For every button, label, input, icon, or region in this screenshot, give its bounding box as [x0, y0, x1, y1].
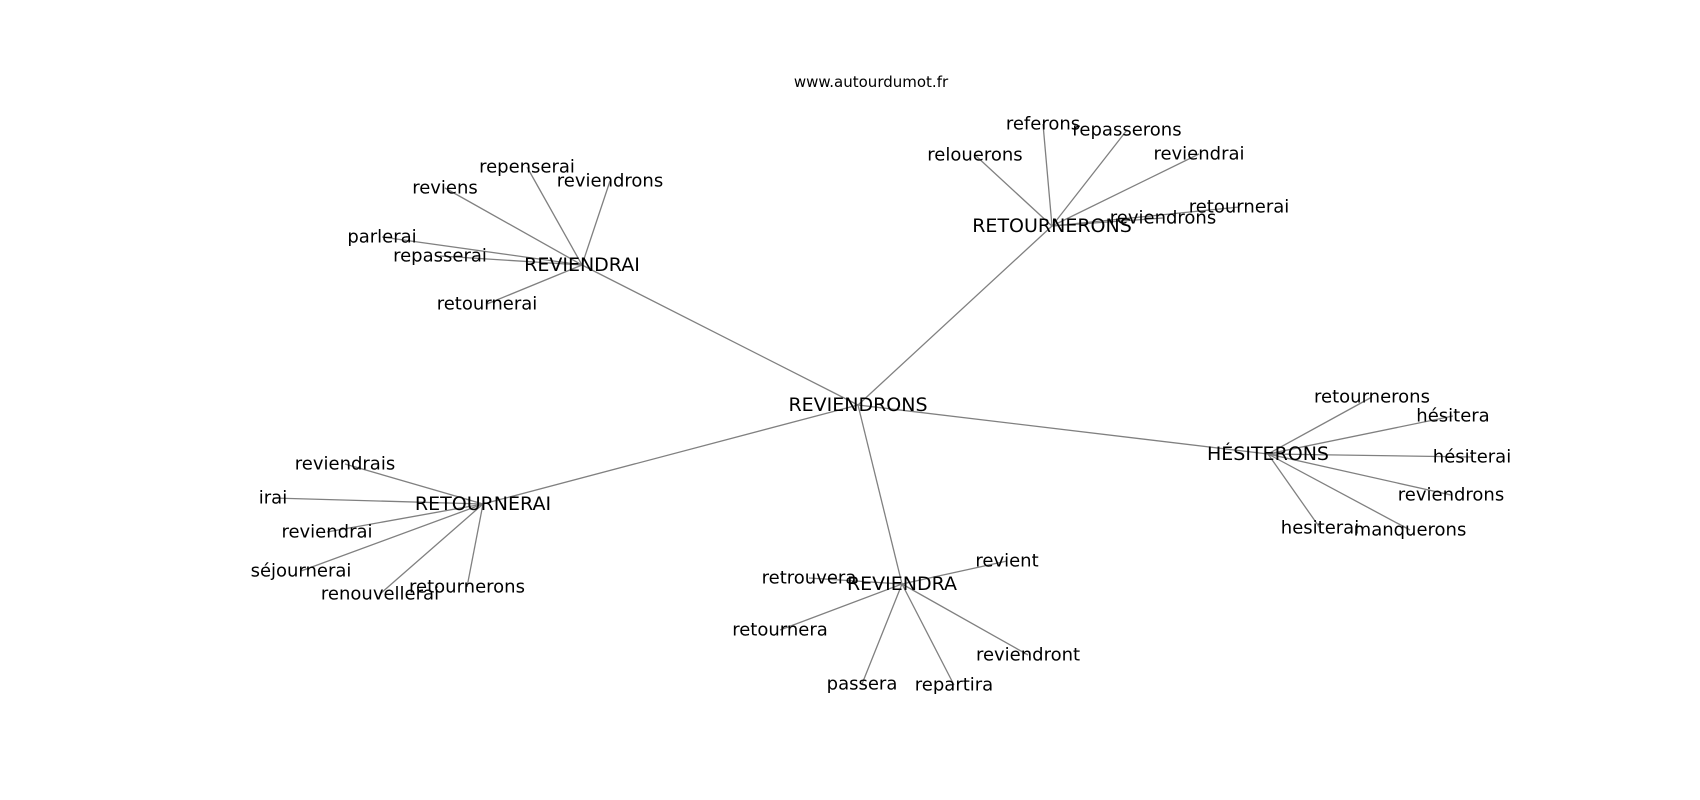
leaf-node-label: reviendrons — [1110, 208, 1216, 229]
hub-node-retournerons: RETOURNERONS — [972, 215, 1132, 237]
edge-reviendrai-leaf — [526, 166, 583, 266]
leaf-node-label: reviendrons — [557, 171, 663, 192]
edge-reviendrai-leaf — [581, 180, 611, 266]
watermark: www.autourdumot.fr — [794, 73, 949, 91]
leaf-node-label: reviendrai — [281, 522, 372, 543]
edge-retournerons-leaf — [1042, 123, 1053, 227]
leaf-node-label: hesiterai — [1281, 518, 1359, 539]
edge-reviendra-leaf — [901, 560, 1008, 585]
leaf-node-label: retournera — [732, 620, 828, 641]
edge-retournerai-leaf — [379, 503, 484, 595]
leaf-node-label: repartira — [915, 675, 993, 696]
leaf-node-label: revient — [975, 551, 1038, 572]
edge-hesiterons-leaf — [1267, 415, 1454, 455]
center-node-label: REVIENDRONS — [788, 394, 927, 416]
hub-node-hesiterons: HÉSITERONS — [1207, 442, 1329, 465]
edge-center-hesiterons — [857, 404, 1269, 455]
edge-retournerai-leaf — [326, 503, 484, 533]
edge-layer — [272, 123, 1473, 686]
edge-hesiterons-leaf — [1267, 453, 1473, 458]
edge-retournerons-leaf — [1051, 129, 1128, 227]
edge-center-reviendra — [857, 404, 903, 585]
leaf-node-label: irai — [259, 488, 287, 509]
leaf-node-label: reviendrons — [1398, 485, 1504, 506]
leaf-node-label: reviendront — [976, 645, 1080, 666]
edge-hesiterons-leaf — [1267, 453, 1452, 496]
leaf-node-label: repasserai — [393, 246, 487, 267]
leaf-node-label: reviendrais — [295, 454, 395, 475]
edge-reviendra-leaf — [861, 583, 903, 685]
leaf-node-label: renouvellerai — [321, 584, 439, 605]
edge-reviendrai-leaf — [381, 236, 583, 266]
hub-node-reviendra: REVIENDRA — [847, 573, 957, 595]
edge-center-retournerai — [482, 404, 859, 505]
edge-reviendrai-leaf — [439, 255, 583, 266]
leaf-node-label: relouerons — [927, 145, 1022, 166]
leaf-node-label: retournerai — [437, 294, 538, 315]
edge-reviendrai-leaf — [486, 264, 583, 305]
edge-reviendra-leaf — [779, 583, 903, 631]
leaf-node-label: repenserai — [479, 157, 575, 178]
edge-hesiterons-leaf — [1267, 453, 1411, 531]
edge-hesiterons-leaf — [1267, 396, 1373, 455]
edge-hesiterons-leaf — [1267, 453, 1321, 529]
leaf-node-label: manquerons — [1354, 520, 1467, 541]
leaf-node-label: hésiterai — [1433, 447, 1511, 468]
leaf-node-label: séjournerai — [251, 561, 352, 582]
edge-reviendra-leaf — [901, 583, 1029, 656]
hub-node-retournerai: RETOURNERAI — [415, 493, 551, 515]
edge-retournerai-leaf — [466, 503, 484, 588]
leaf-node-label: parlerai — [347, 227, 416, 248]
edge-retournerons-leaf — [1051, 153, 1200, 227]
leaf-node-label: retournerons — [1314, 387, 1430, 408]
leaf-node-label: hésitera — [1416, 406, 1489, 427]
edge-center-reviendrai — [581, 264, 859, 406]
edge-reviendra-leaf — [808, 577, 903, 585]
edge-center-retournerons — [857, 225, 1053, 406]
leaf-node-label: reviens — [412, 178, 478, 199]
edge-retournerons-leaf — [1051, 206, 1240, 227]
leaf-node-label: reviendrai — [1153, 144, 1244, 165]
edge-retournerai-leaf — [272, 497, 484, 505]
edge-retournerai-leaf — [344, 463, 484, 505]
label-layer: REVIENDRONSREVIENDRAIrepenseraireviendro… — [251, 114, 1512, 696]
leaf-node-label: retournerai — [1189, 197, 1290, 218]
edge-retournerai-leaf — [300, 503, 484, 572]
leaf-node-label: repasserons — [1072, 120, 1181, 141]
edge-retournerons-leaf — [974, 154, 1053, 227]
leaf-node-label: retournerons — [409, 577, 525, 598]
edge-reviendra-leaf — [901, 583, 955, 686]
leaf-node-label: passera — [827, 674, 898, 695]
leaf-node-label: retrouvera — [762, 568, 857, 589]
edge-reviendrai-leaf — [444, 187, 583, 266]
leaf-node-label: referons — [1006, 114, 1080, 135]
hub-node-reviendrai: REVIENDRAI — [524, 254, 640, 276]
edge-retournerons-leaf — [1051, 217, 1164, 227]
